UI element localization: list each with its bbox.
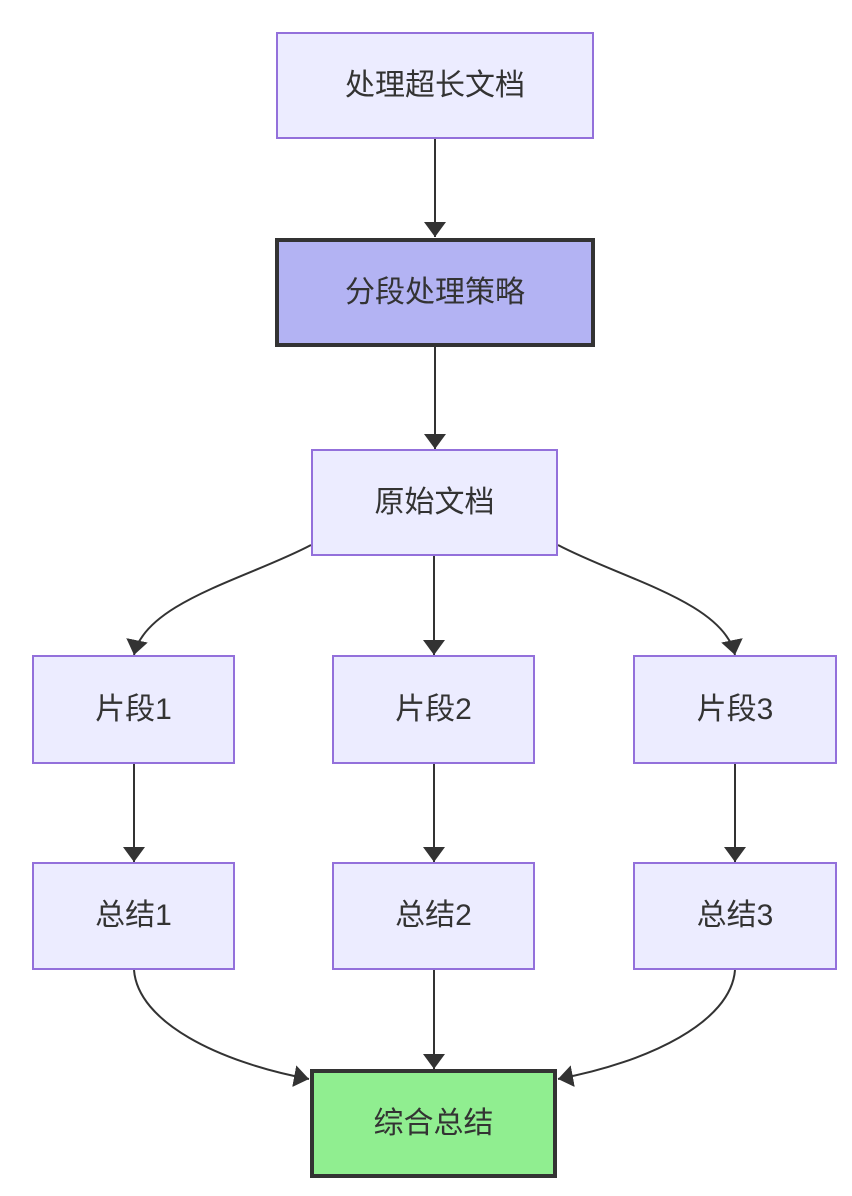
node-sum2: 总结2 bbox=[332, 862, 535, 970]
node-sum1: 总结1 bbox=[32, 862, 235, 970]
node-start: 处理超长文档 bbox=[276, 32, 594, 139]
node-seg2: 片段2 bbox=[332, 655, 535, 764]
node-strategy: 分段处理策略 bbox=[275, 238, 595, 347]
edge-doc-seg1 bbox=[126, 544, 312, 656]
edge-sum1-final bbox=[133, 969, 310, 1088]
node-seg1: 片段1 bbox=[32, 655, 235, 764]
node-doc: 原始文档 bbox=[311, 449, 558, 556]
edge-doc-seg3 bbox=[557, 544, 743, 656]
node-final: 综合总结 bbox=[310, 1069, 557, 1178]
edge-sum3-final bbox=[557, 969, 736, 1088]
node-seg3: 片段3 bbox=[633, 655, 837, 764]
node-sum3: 总结3 bbox=[633, 862, 837, 970]
